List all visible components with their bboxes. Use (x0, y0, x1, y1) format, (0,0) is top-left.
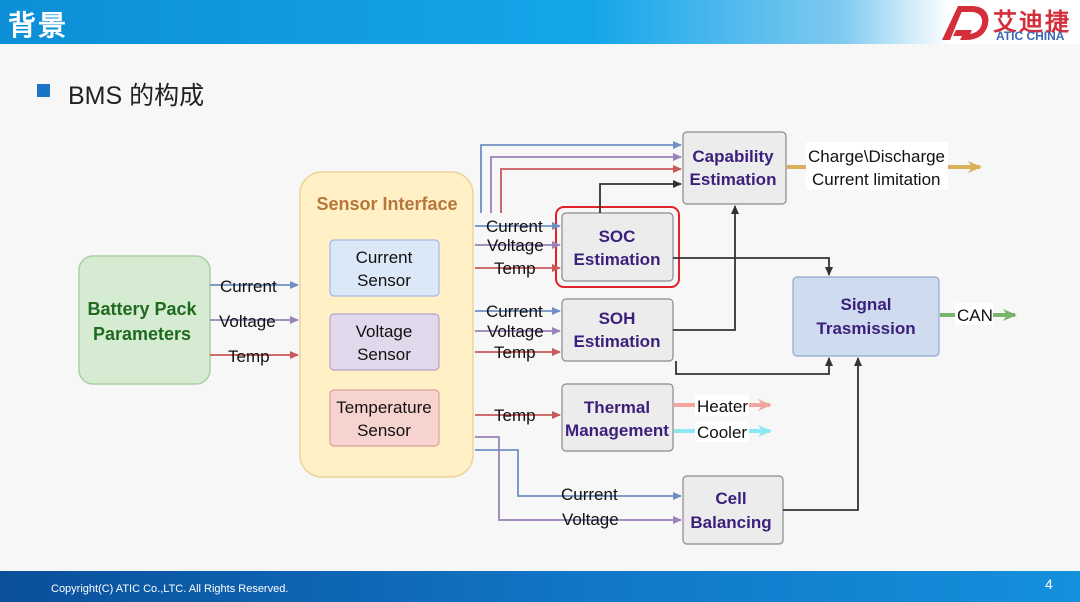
temperature-sensor-label-1: Temperature (336, 398, 431, 417)
cell-balancing-label-2: Balancing (690, 513, 771, 532)
arrow-soc-to-capability (599, 180, 682, 213)
battery-pack-label-1: Battery Pack (87, 299, 197, 319)
label-balancing-voltage: Voltage (562, 510, 619, 529)
soh-label-1: SOH (599, 309, 636, 328)
signal-label-2: Trasmission (816, 319, 915, 338)
label-current-limitation: Current limitation (812, 170, 941, 189)
logo-english-text: ATIC CHINA (996, 29, 1065, 43)
label-can: CAN (957, 306, 993, 325)
arrow-capability-current-feed (480, 141, 682, 213)
battery-pack-box (78, 255, 211, 385)
cooler-label-bg (695, 421, 749, 442)
signal-label-1: Signal (840, 295, 891, 314)
output-label-bg (806, 142, 948, 190)
voltage-sensor-label-1: Voltage (356, 322, 413, 341)
capability-box (682, 131, 787, 205)
current-sensor-label-1: Current (356, 248, 413, 267)
section-title: BMS 的构成 (68, 82, 205, 110)
voltage-sensor-box (329, 313, 440, 371)
label-soh-current: Current (486, 302, 543, 321)
label-balancing-current: Current (561, 485, 618, 504)
soc-label-2: Estimation (574, 250, 661, 269)
bullet-square-icon (37, 84, 50, 97)
label-battery-current: Current (220, 277, 277, 296)
temperature-sensor-label-2: Sensor (357, 421, 411, 440)
label-thermal-temp: Temp (494, 406, 536, 425)
arrow-balancing-voltage (475, 436, 682, 524)
label-battery-voltage: Voltage (219, 312, 276, 331)
label-soc-current: Current (486, 217, 543, 236)
current-sensor-box (329, 239, 440, 297)
label-battery-temp: Temp (228, 347, 270, 366)
cell-balancing-box (682, 475, 784, 545)
voltage-sensor-label-2: Sensor (357, 345, 411, 364)
footer-bar: Copyright(C) ATIC Co.,LTC. All Rights Re… (0, 571, 1080, 602)
arrow-soc-to-signal (673, 257, 833, 276)
soc-label-1: SOC (599, 227, 636, 246)
footer-copyright: Copyright(C) ATIC Co.,LTC. All Rights Re… (51, 583, 289, 595)
label-soh-temp: Temp (494, 343, 536, 362)
page-title: 背景 (8, 10, 69, 41)
arrow-capability-temp-feed (500, 165, 682, 213)
label-soc-temp: Temp (494, 259, 536, 278)
label-cooler: Cooler (697, 423, 747, 442)
header-bar: 背景 (0, 0, 1080, 44)
temperature-sensor-box (329, 389, 440, 447)
battery-pack-label-2: Parameters (93, 324, 191, 344)
atic-logo-icon (942, 6, 989, 40)
label-heater: Heater (697, 397, 748, 416)
sensor-interface-title: Sensor Interface (316, 194, 457, 214)
capability-label-1: Capability (692, 147, 774, 166)
arrow-capability-voltage-feed (490, 153, 682, 213)
logo-chinese-text: 艾迪捷 (993, 9, 1071, 36)
heater-label-bg (695, 395, 749, 416)
soh-label-2: Estimation (574, 332, 661, 351)
label-charge-discharge: Charge\Discharge (808, 147, 945, 166)
label-soc-voltage: Voltage (487, 236, 544, 255)
signal-box (792, 276, 940, 357)
arrow-soh-to-signal (675, 357, 833, 375)
soc-box (561, 212, 674, 282)
thermal-label-1: Thermal (584, 398, 650, 417)
cell-balancing-label-1: Cell (715, 489, 746, 508)
arrow-soh-to-capability (673, 205, 739, 331)
can-label-bg (955, 303, 993, 325)
capability-label-2: Estimation (690, 170, 777, 189)
page-number: 4 (1045, 576, 1053, 592)
current-sensor-label-2: Sensor (357, 271, 411, 290)
arrow-balancing-to-signal (783, 357, 862, 511)
thermal-box (561, 383, 674, 452)
label-soh-voltage: Voltage (487, 322, 544, 341)
arrow-balancing-current (475, 449, 682, 500)
thermal-label-2: Management (565, 421, 669, 440)
company-logo: 艾迪捷 ATIC CHINA (938, 2, 1080, 44)
